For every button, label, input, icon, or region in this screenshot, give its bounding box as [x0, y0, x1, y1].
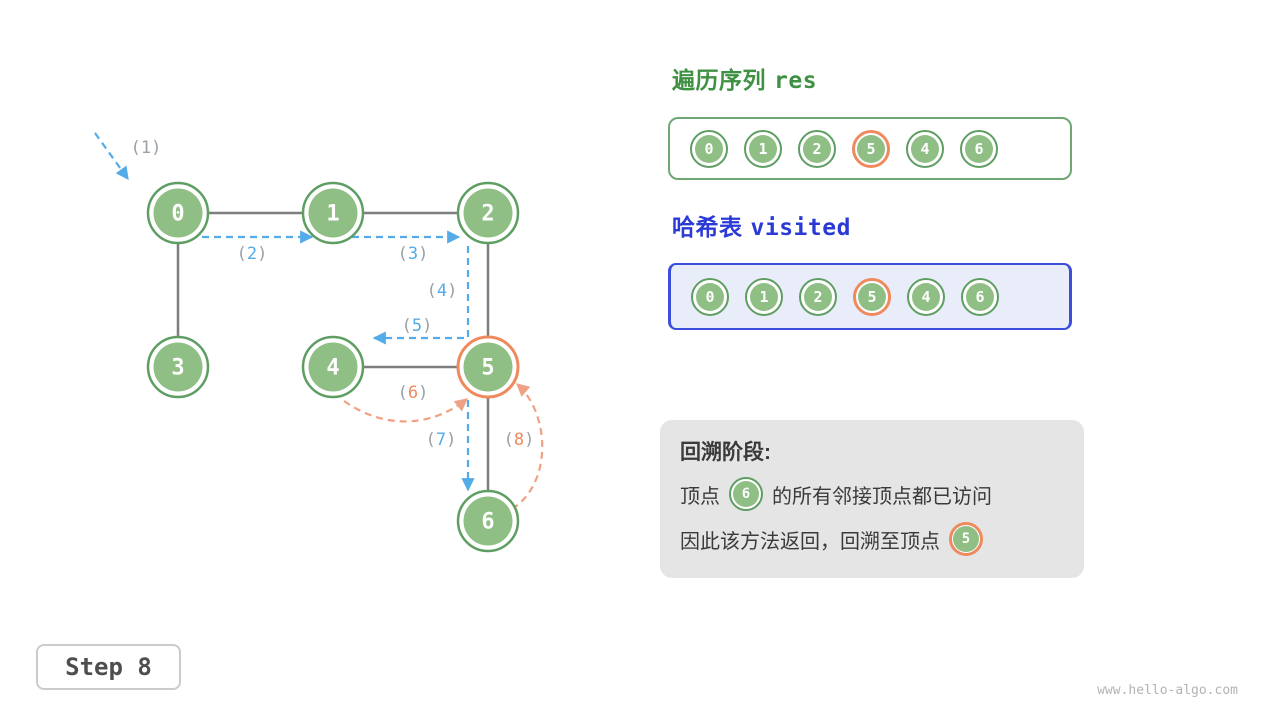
- graph-node-0: 0: [146, 181, 210, 245]
- res-title: 遍历序列 res: [672, 61, 817, 95]
- note-text: 顶点: [680, 485, 720, 508]
- visited-title-zh: 哈希表: [672, 214, 743, 240]
- graph-node-4: 4: [301, 335, 365, 399]
- graph-node-1: 1: [301, 181, 365, 245]
- visited-title: 哈希表 visited: [672, 208, 851, 242]
- graph-canvas: (1) (2) (3) (4) (5) (6) (7) (8) 0 1 2 3 4 5 6: [94, 132, 544, 553]
- res-node-2: 2: [798, 129, 836, 168]
- step-order-label: (7): [426, 430, 457, 450]
- note-line: 顶点 6 的所有邻接顶点都已访问: [680, 477, 1064, 511]
- note-text: 的所有邻接顶点都已访问: [772, 485, 992, 508]
- svg-text:6: 6: [481, 510, 494, 535]
- note-line: 因此该方法返回，回溯至顶点 5: [680, 522, 1064, 556]
- note-lines: 顶点 6 的所有邻接顶点都已访问因此该方法返回，回溯至顶点 5: [680, 477, 1064, 556]
- inline-node-6: 6: [729, 477, 763, 511]
- step-order-label: (5): [402, 316, 433, 336]
- res-node-0: 0: [690, 129, 728, 168]
- step-label: Step 8: [65, 653, 152, 681]
- svg-text:0: 0: [171, 202, 184, 227]
- res-title-zh: 遍历序列: [672, 67, 766, 93]
- svg-text:1: 1: [326, 202, 339, 227]
- visited-node-2: 2: [799, 277, 837, 316]
- svg-text:5: 5: [481, 356, 494, 381]
- res-node-6: 6: [960, 129, 998, 168]
- svg-text:4: 4: [326, 356, 339, 381]
- traversal-arrow-4-5: [372, 246, 470, 345]
- visited-node-1: 1: [745, 277, 783, 316]
- traversal-arrow-6: [343, 398, 469, 423]
- graph-node-2: 2: [456, 181, 520, 245]
- step-order-label: (2): [237, 244, 268, 264]
- graph-node-6: 6: [456, 489, 520, 553]
- traversal-arrow-8: [511, 383, 544, 510]
- svg-text:3: 3: [171, 356, 184, 381]
- visited-node-6: 6: [961, 277, 999, 316]
- step-order-label: (3): [398, 244, 429, 264]
- step-order-label: (8): [504, 430, 535, 450]
- res-node-4: 4: [906, 129, 944, 168]
- res-node-1: 1: [744, 129, 782, 168]
- step-badge: Step 8: [36, 644, 181, 690]
- res-title-code: res: [774, 68, 818, 94]
- visited-node-0: 0: [691, 277, 729, 316]
- inline-node-5: 5: [949, 522, 983, 556]
- graph-node-3: 3: [146, 335, 210, 399]
- note-text: 因此该方法返回，回溯至顶点: [680, 530, 940, 553]
- watermark: www.hello-algo.com: [1097, 683, 1238, 698]
- step-order-label: (6): [398, 383, 429, 403]
- visited-node-5: 5: [853, 277, 891, 316]
- step-order-label: (4): [427, 281, 458, 301]
- visited-node-4: 4: [907, 277, 945, 316]
- svg-text:2: 2: [481, 202, 494, 227]
- step-order-label: (1): [131, 138, 162, 158]
- backtrack-note: 回溯阶段: 顶点 6 的所有邻接顶点都已访问因此该方法返回，回溯至顶点 5: [660, 420, 1084, 578]
- note-title: 回溯阶段:: [680, 441, 771, 464]
- graph-node-5: 5: [456, 335, 520, 399]
- visited-title-code: visited: [750, 215, 851, 241]
- res-node-5: 5: [852, 129, 890, 168]
- traversal-arrow-1: [94, 132, 129, 181]
